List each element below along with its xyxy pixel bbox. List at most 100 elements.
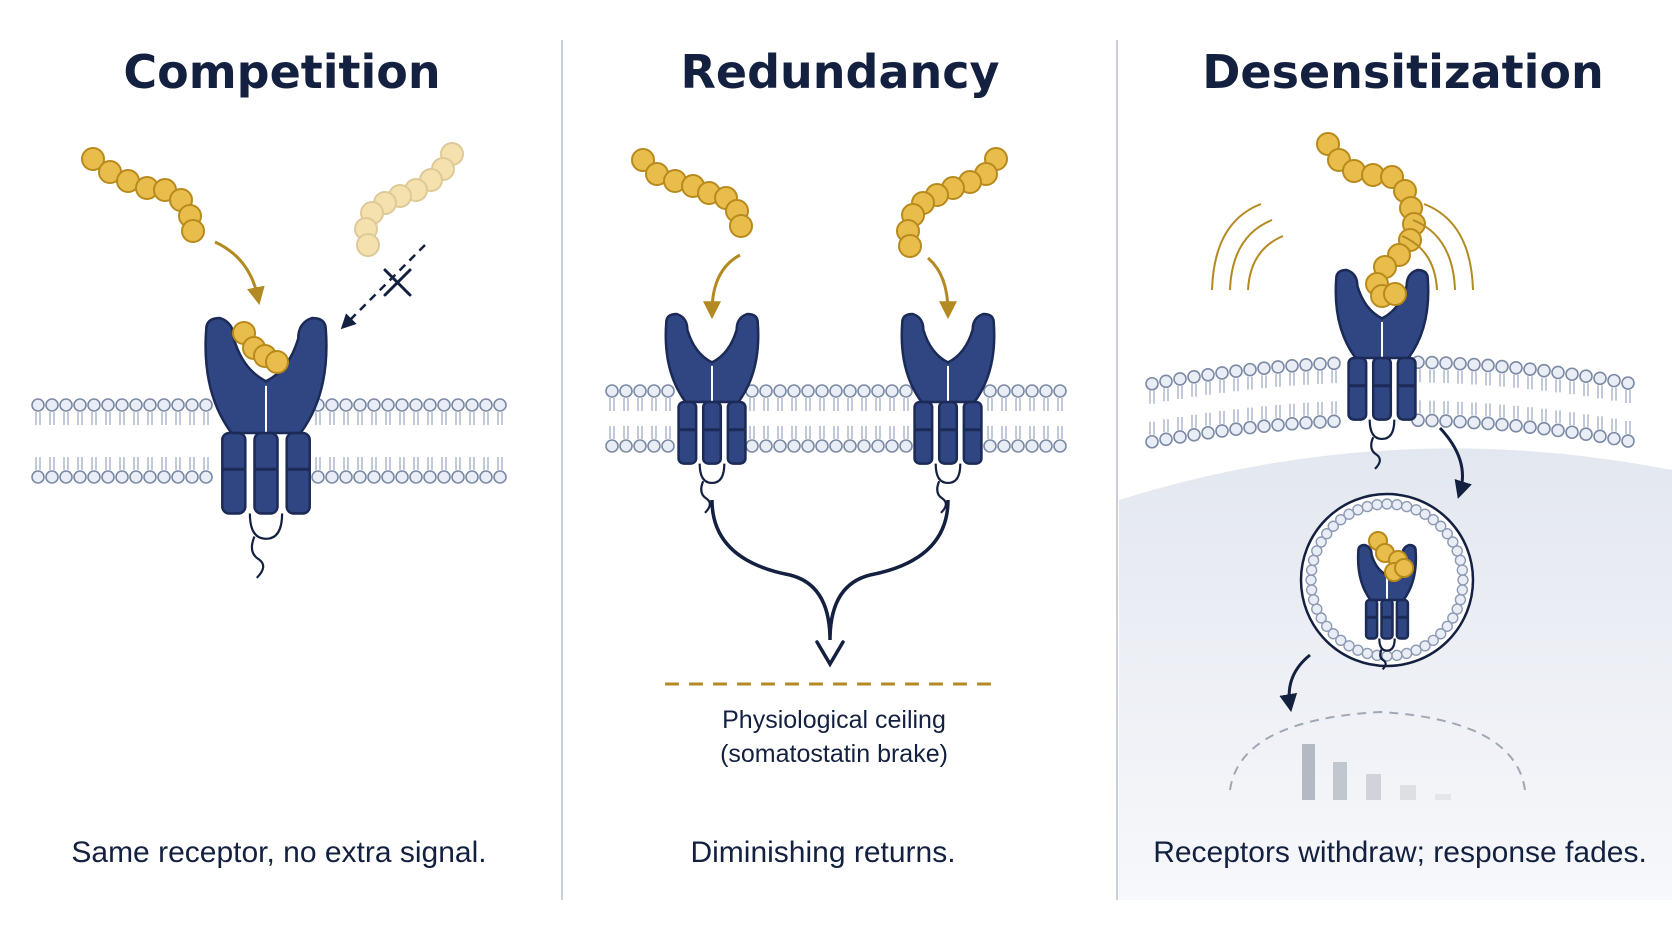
lipid-pair <box>605 384 619 453</box>
lipid-pair <box>437 398 451 484</box>
lipid-pair <box>983 384 997 453</box>
peptide-desensitization <box>1316 132 1426 308</box>
degradation-arrow <box>1279 653 1311 713</box>
signal-waves-icon <box>1211 203 1474 291</box>
fading-response-bars <box>1302 744 1451 800</box>
lipid-pair <box>619 384 633 453</box>
binding-arrow-competition <box>214 240 265 306</box>
caption-redundancy: Diminishing returns. <box>690 836 955 869</box>
lipid-pair <box>1467 357 1481 430</box>
lipid-pair <box>465 398 479 484</box>
ceiling-label-line2: (somatostatin brake) <box>720 740 948 768</box>
membrane-desensitization <box>1145 355 1635 449</box>
lipid-pair <box>143 398 157 484</box>
lipid-pair <box>1011 384 1025 453</box>
lipid-pair <box>773 384 787 453</box>
peptide-incoming-competition <box>81 147 205 243</box>
receptor-competition <box>204 316 328 579</box>
lipid-pair <box>871 384 885 453</box>
internalization-arrow <box>1438 426 1472 499</box>
lipid-pair <box>1025 384 1039 453</box>
lipid-pair <box>1053 384 1067 453</box>
lipid-pair <box>1313 357 1327 429</box>
lipid-pair <box>815 384 829 453</box>
lipid-pair <box>801 384 815 453</box>
cell-interior <box>1119 448 1672 900</box>
lipid-pair <box>395 398 409 484</box>
lipid-pair <box>101 398 115 484</box>
lipid-pair <box>647 384 661 453</box>
lipid-pair <box>829 384 843 453</box>
lipid-pair <box>1327 356 1341 429</box>
lipid-pair <box>661 384 675 453</box>
peptide-internalized <box>1368 531 1414 582</box>
lipid-pair <box>1173 372 1187 444</box>
lipid-pair <box>1439 356 1453 428</box>
lipid-pair <box>157 398 171 484</box>
lipid-pair <box>1271 360 1285 432</box>
lipid-pair <box>1481 358 1495 431</box>
ceiling-label-line1: Physiological ceiling <box>722 706 946 734</box>
lipid-pair <box>73 398 87 484</box>
lipid-pair <box>1523 362 1537 434</box>
lipid-pair <box>115 398 129 484</box>
signal-merge-arrows <box>710 499 950 641</box>
lipid-pair <box>311 398 325 484</box>
fading-response-arc <box>1229 710 1526 791</box>
lipid-pair <box>129 398 143 484</box>
lipid-pair <box>185 398 199 484</box>
membrane-competition <box>31 398 507 484</box>
panel-title-competition: Competition <box>123 45 440 99</box>
peptide-bound-competition <box>232 321 289 374</box>
lipid-pair <box>1551 365 1565 438</box>
lipid-pair <box>59 398 73 484</box>
receptor-redundancy-left <box>664 312 760 514</box>
lipid-pair <box>339 398 353 484</box>
blocked-arrow-competition <box>340 244 426 330</box>
lipid-pair <box>423 398 437 484</box>
lipid-pair <box>381 398 395 484</box>
lipid-pair <box>409 398 423 484</box>
lipid-pair <box>843 384 857 453</box>
peptide-blocked-competition <box>354 142 464 257</box>
lipid-pair <box>87 398 101 484</box>
membrane-redundancy <box>605 384 1067 453</box>
lipid-pair <box>1509 361 1523 433</box>
caption-competition: Same receptor, no extra signal. <box>71 836 486 869</box>
lipid-pair <box>759 384 773 453</box>
lipid-pair <box>1607 373 1621 446</box>
block-x-icon <box>383 268 412 297</box>
peptide-redundancy-right <box>896 147 1008 258</box>
lipid-pair <box>899 384 913 453</box>
lipid-pair <box>857 384 871 453</box>
lipid-pair <box>787 384 801 453</box>
binding-arrow-redundancy-left <box>703 253 741 320</box>
lipid-pair <box>493 398 507 484</box>
panel-title-redundancy: Redundancy <box>680 45 999 99</box>
lipid-pair <box>1299 357 1313 430</box>
lipid-pair <box>1565 367 1579 440</box>
lipid-pair <box>1579 369 1593 442</box>
lipid-pair <box>353 398 367 484</box>
lipid-pair <box>745 384 759 453</box>
lipid-pair <box>885 384 899 453</box>
panel-title-desensitization: Desensitization <box>1202 45 1604 99</box>
lipid-pair <box>31 398 45 484</box>
lipid-pair <box>1621 376 1635 448</box>
lipid-pair <box>325 398 339 484</box>
lipid-pair <box>367 398 381 484</box>
lipid-pair <box>633 384 647 453</box>
lipid-pair <box>1425 355 1439 428</box>
lipid-pair <box>1145 376 1159 449</box>
lipid-pair <box>1159 374 1173 447</box>
lipid-pair <box>997 384 1011 453</box>
lipid-pair <box>1495 359 1509 432</box>
lipid-pair <box>1187 370 1201 442</box>
lipid-pair <box>1229 364 1243 436</box>
lipid-pair <box>1257 361 1271 433</box>
endosome-membrane <box>1305 498 1469 662</box>
lipid-pair <box>1285 358 1299 431</box>
lipid-pair <box>1537 363 1551 436</box>
lipid-pair <box>1593 371 1607 444</box>
